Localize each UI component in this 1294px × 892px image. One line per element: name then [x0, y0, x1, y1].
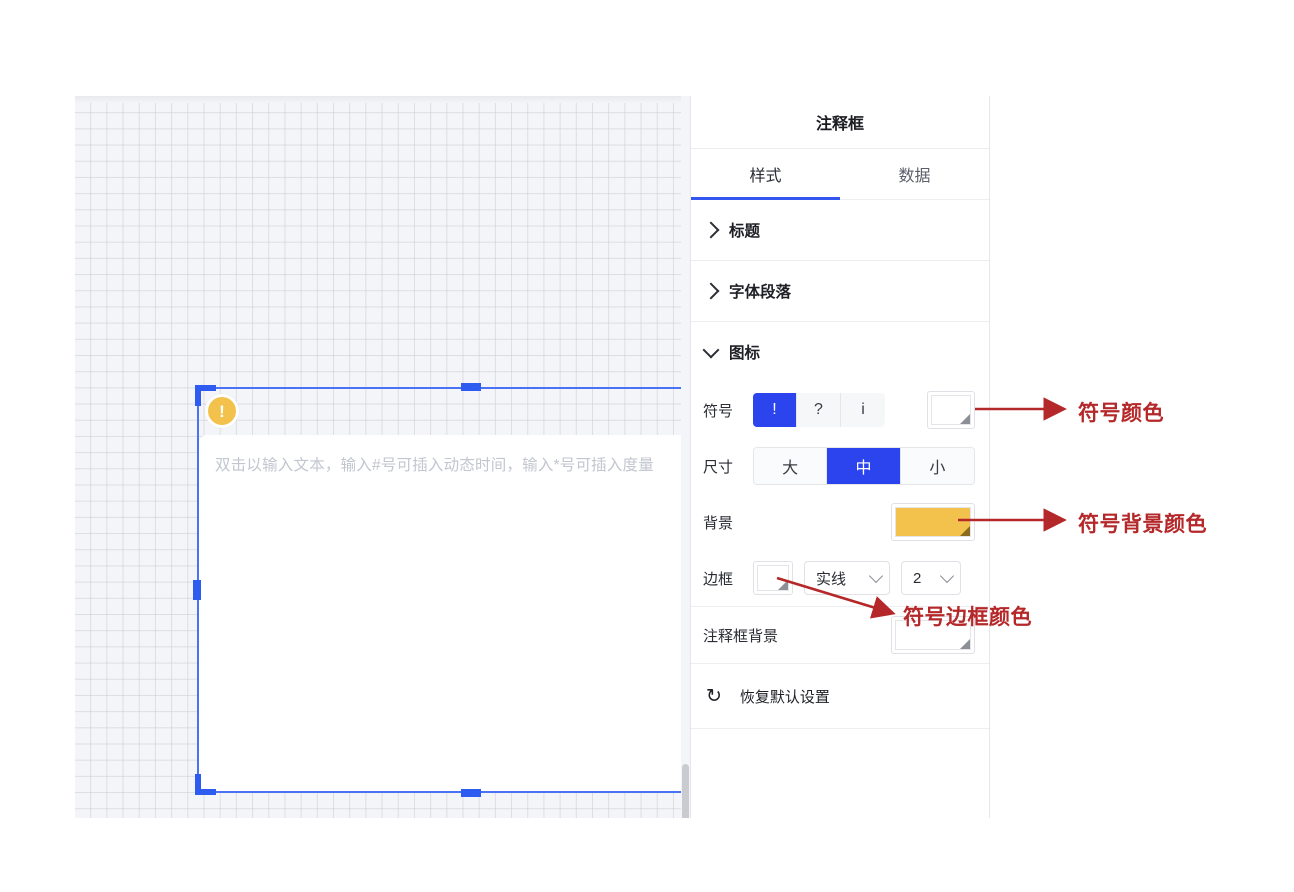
border-width-select[interactable]: 2 [901, 561, 961, 595]
size-label: 尺寸 [703, 458, 734, 476]
tab-style-label: 样式 [749, 168, 782, 185]
section-icon-header[interactable]: 图标 [702, 322, 989, 382]
size-option-small-label: 小 [929, 460, 946, 477]
symbol-segmented-control: ! ? i [753, 393, 885, 427]
resize-handle-bottom-left[interactable] [195, 774, 216, 795]
symbol-border-color-swatch[interactable] [753, 561, 793, 595]
canvas-scrollbar-thumb[interactable] [682, 764, 689, 818]
reset-icon: ↻ [706, 685, 722, 707]
annotation-shape[interactable]: ! 双击以输入文本，输入#号可插入动态时间，输入*号可插入度量 [193, 383, 690, 797]
design-canvas[interactable]: ! 双击以输入文本，输入#号可插入动态时间，输入*号可插入度量 [75, 96, 690, 818]
symbol-option-exclamation[interactable]: ! [753, 393, 797, 427]
chevron-down-icon [868, 568, 884, 584]
canvas-top-shadow [75, 96, 690, 103]
note-background-row: 注释框背景 [703, 607, 989, 663]
color-picker-corner-icon [960, 414, 970, 424]
panel-title: 注释框 [691, 96, 989, 149]
border-style-select[interactable]: 实线 [804, 561, 890, 595]
size-option-medium-label: 中 [855, 460, 872, 477]
section-title-header[interactable]: 标题 [702, 200, 989, 260]
symbol-option-question-label: ? [814, 401, 823, 418]
symbol-border-color-annotation: 符号边框颜色 [903, 606, 1032, 629]
reset-defaults-label: 恢复默认设置 [739, 688, 830, 706]
background-row: 背景 [703, 494, 989, 550]
size-option-medium[interactable]: 中 [827, 448, 901, 484]
color-picker-corner-icon [960, 526, 970, 536]
tab-style[interactable]: 样式 [691, 149, 840, 200]
canvas-vertical-scrollbar[interactable] [681, 96, 690, 818]
symbol-option-exclamation-label: ! [772, 401, 777, 418]
symbol-background-color-swatch[interactable] [891, 503, 975, 541]
section-reset: ↻ 恢复默认设置 [691, 664, 989, 729]
section-font-paragraph: 字体段落 [691, 261, 989, 322]
properties-panel: 注释框 样式 数据 标题 字体段落 图标 符号 [690, 96, 990, 818]
section-icon: 图标 符号 ! ? i [691, 322, 989, 607]
border-width-value: 2 [913, 569, 922, 587]
resize-handle-middle-left[interactable] [193, 580, 201, 600]
background-label: 背景 [703, 514, 734, 532]
exclamation-badge-symbol: ! [219, 401, 225, 421]
section-note-background: 注释框背景 [691, 607, 989, 664]
note-background-label: 注释框背景 [703, 627, 779, 645]
size-option-small[interactable]: 小 [900, 448, 974, 484]
size-option-large-label: 大 [782, 460, 799, 477]
annotation-text-area[interactable]: 双击以输入文本，输入#号可插入动态时间，输入*号可插入度量 [199, 435, 690, 791]
size-segmented-control: 大 中 小 [753, 447, 975, 485]
chevron-down-icon [702, 341, 720, 359]
border-row: 边框 实线 2 [703, 550, 989, 606]
symbol-option-question[interactable]: ? [797, 393, 841, 427]
reset-defaults-button[interactable]: ↻ 恢复默认设置 [703, 664, 989, 728]
section-title-label: 标题 [729, 223, 761, 240]
section-font-paragraph-label: 字体段落 [729, 284, 792, 301]
tab-data[interactable]: 数据 [840, 149, 989, 199]
border-style-value: 实线 [816, 570, 847, 588]
symbol-background-color-annotation: 符号背景颜色 [1078, 513, 1207, 536]
section-title: 标题 [691, 200, 989, 261]
symbol-color-annotation: 符号颜色 [1078, 402, 1164, 425]
resize-handle-top-center[interactable] [461, 383, 481, 391]
color-picker-corner-icon [960, 639, 970, 649]
size-row: 尺寸 大 中 小 [703, 438, 989, 494]
note-background-color-swatch[interactable] [891, 616, 975, 654]
symbol-color-swatch[interactable] [927, 391, 975, 429]
panel-tabs: 样式 数据 [691, 149, 989, 200]
tab-data-label: 数据 [898, 168, 931, 185]
color-picker-corner-icon [778, 580, 788, 590]
annotation-placeholder-text: 双击以输入文本，输入#号可插入动态时间，输入*号可插入度量 [215, 457, 654, 474]
chevron-right-icon [702, 282, 720, 300]
symbol-option-info-label: i [861, 401, 865, 418]
size-option-large[interactable]: 大 [754, 448, 828, 484]
symbol-label: 符号 [703, 402, 734, 420]
symbol-row: 符号 ! ? i [703, 382, 989, 438]
section-icon-label: 图标 [729, 345, 761, 362]
chevron-right-icon [702, 221, 720, 239]
symbol-option-info[interactable]: i [841, 393, 885, 427]
section-font-paragraph-header[interactable]: 字体段落 [702, 261, 989, 321]
exclamation-badge-icon[interactable]: ! [205, 394, 239, 428]
border-label: 边框 [703, 570, 734, 588]
chevron-down-icon [939, 568, 955, 584]
resize-handle-bottom-center[interactable] [461, 789, 481, 797]
resize-handle-top-left[interactable] [195, 385, 216, 406]
